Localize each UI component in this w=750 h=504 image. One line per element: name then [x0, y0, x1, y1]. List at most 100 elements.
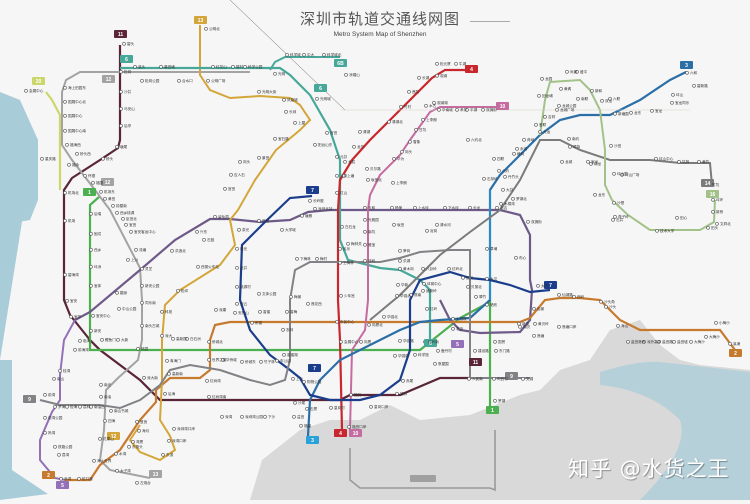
line-badge[interactable]: 1 — [83, 188, 96, 196]
station-marker[interactable] — [692, 84, 696, 88]
station-marker[interactable] — [654, 157, 658, 161]
station-marker[interactable] — [347, 424, 351, 429]
line-badge[interactable]: 14 — [701, 179, 714, 187]
station-marker[interactable] — [207, 339, 211, 344]
station-marker[interactable] — [493, 398, 497, 403]
station-marker[interactable] — [89, 283, 93, 288]
station-marker[interactable] — [63, 114, 67, 118]
station-marker[interactable] — [534, 123, 538, 127]
station-marker[interactable] — [466, 284, 470, 289]
station-marker[interactable] — [568, 145, 572, 149]
station-marker[interactable] — [555, 108, 559, 112]
station-marker[interactable] — [280, 228, 284, 232]
station-marker[interactable] — [451, 326, 455, 331]
station-marker[interactable] — [63, 86, 67, 90]
station-marker[interactable] — [127, 444, 131, 449]
station-marker[interactable] — [339, 293, 343, 298]
station-marker[interactable] — [67, 163, 71, 167]
station-marker[interactable] — [160, 309, 164, 314]
station-marker[interactable] — [485, 276, 489, 281]
station-marker[interactable] — [492, 376, 496, 381]
station-marker[interactable] — [160, 333, 164, 338]
line-badge[interactable]: 6 — [120, 55, 133, 63]
station-marker[interactable] — [119, 90, 123, 94]
station-marker[interactable] — [514, 255, 518, 260]
line-badge[interactable]: 9 — [23, 395, 36, 403]
line-badge[interactable]: 6B — [334, 59, 347, 67]
line-badge[interactable]: 3 — [680, 61, 693, 69]
station-marker[interactable] — [485, 247, 489, 251]
line-badge[interactable]: 1 — [486, 406, 499, 414]
station-marker[interactable] — [91, 181, 95, 185]
station-marker[interactable] — [395, 293, 399, 298]
station-marker[interactable] — [176, 288, 180, 293]
station-marker[interactable] — [728, 341, 732, 346]
station-marker[interactable] — [109, 408, 113, 413]
station-marker[interactable] — [437, 108, 441, 112]
station-marker[interactable] — [499, 202, 503, 206]
station-marker[interactable] — [589, 162, 593, 166]
station-marker[interactable] — [322, 52, 326, 57]
station-marker[interactable] — [473, 348, 477, 353]
station-marker[interactable] — [608, 97, 612, 101]
station-marker[interactable] — [284, 110, 288, 114]
station-marker[interactable] — [163, 391, 167, 396]
station-marker[interactable] — [58, 368, 62, 373]
station-marker[interactable] — [165, 358, 169, 363]
station-marker[interactable] — [282, 98, 286, 102]
station-marker[interactable] — [195, 230, 199, 234]
station-marker[interactable] — [543, 115, 547, 119]
station-marker[interactable] — [492, 157, 496, 161]
station-marker[interactable] — [243, 65, 247, 69]
station-marker[interactable] — [313, 143, 317, 147]
station-marker[interactable] — [685, 71, 689, 75]
station-marker[interactable] — [293, 121, 297, 125]
station-marker[interactable] — [136, 346, 140, 351]
station-marker[interactable] — [213, 215, 217, 219]
station-marker[interactable] — [612, 172, 616, 176]
station-marker[interactable] — [223, 187, 227, 191]
station-marker[interactable] — [177, 79, 181, 83]
station-marker[interactable] — [119, 70, 123, 74]
station-marker[interactable] — [235, 301, 239, 306]
station-marker[interactable] — [433, 361, 437, 366]
station-marker[interactable] — [238, 160, 242, 164]
station-marker[interactable] — [532, 333, 536, 338]
line-badge[interactable]: 6 — [314, 84, 327, 92]
station-marker[interactable] — [229, 173, 233, 177]
station-marker[interactable] — [161, 452, 165, 457]
station-marker[interactable] — [52, 376, 56, 381]
station-marker[interactable] — [259, 359, 263, 364]
station-marker[interactable] — [454, 61, 458, 66]
station-marker[interactable] — [289, 294, 293, 299]
station-marker[interactable] — [711, 210, 715, 214]
station-marker[interactable] — [89, 264, 93, 269]
station-marker[interactable] — [620, 173, 624, 177]
station-marker[interactable] — [671, 93, 675, 97]
station-marker[interactable] — [231, 65, 235, 69]
station-marker[interactable] — [340, 225, 344, 229]
station-marker[interactable] — [436, 348, 440, 353]
station-marker[interactable] — [413, 206, 417, 210]
line-badge[interactable]: 20 — [32, 77, 45, 85]
station-marker[interactable] — [172, 426, 176, 431]
station-marker[interactable] — [53, 404, 57, 409]
station-marker[interactable] — [358, 130, 362, 134]
station-marker[interactable] — [407, 90, 411, 94]
station-marker[interactable] — [43, 392, 47, 397]
line-badge[interactable]: 4 — [465, 65, 478, 73]
station-marker[interactable] — [207, 357, 211, 362]
line-badge[interactable]: 13 — [194, 16, 207, 24]
station-marker[interactable] — [482, 177, 486, 181]
station-marker[interactable] — [359, 339, 363, 344]
station-marker[interactable] — [335, 319, 339, 324]
station-marker[interactable] — [414, 128, 418, 132]
station-marker[interactable] — [89, 232, 93, 236]
station-marker[interactable] — [382, 314, 386, 319]
station-marker[interactable] — [650, 109, 654, 113]
station-marker[interactable] — [609, 144, 613, 148]
station-marker[interactable] — [363, 230, 367, 234]
station-marker[interactable] — [119, 124, 123, 128]
station-marker[interactable] — [715, 222, 719, 226]
station-marker[interactable] — [401, 378, 405, 383]
